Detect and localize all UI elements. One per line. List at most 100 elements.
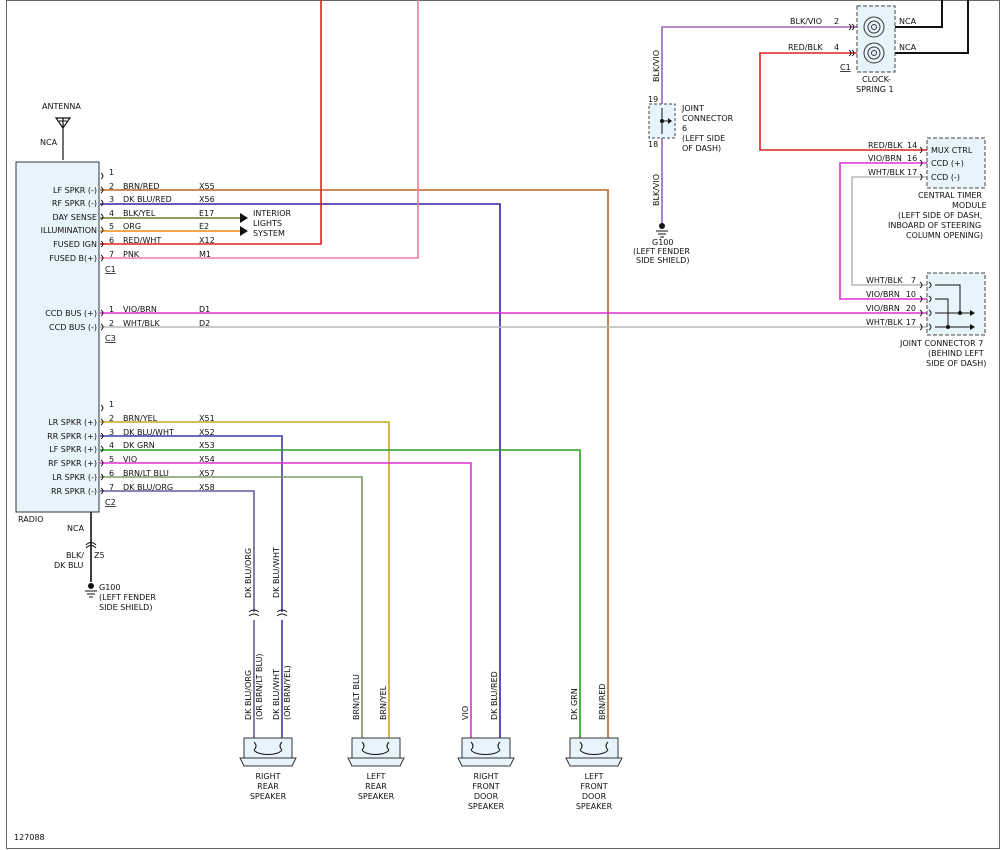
clock-spring-name1: CLOCK- [862,75,891,84]
jc7-box [926,272,986,336]
radio-pin-circuit: D2 [199,319,210,328]
radio-label: RADIO [18,515,44,524]
speaker-name: FRONT [472,782,499,791]
speaker-coil-icon [253,741,283,755]
ctm-pin-number: 16 [907,154,917,163]
speaker-name: RIGHT [255,772,280,781]
wire-rr-spkr-pos [100,435,283,612]
jc6-ground-loc2: SIDE SHIELD) [636,256,689,265]
radio-ground-name: G100 [99,583,120,592]
ctm-pin-number: 17 [907,168,917,177]
antenna-label: ANTENNA [42,102,81,111]
ctm-label-3: (LEFT SIDE OF DASH, [898,211,982,220]
pin-terminal-icon [100,473,104,481]
speaker-wire-label: DK BLU/WHT [272,669,281,720]
wire-lf-spkr-neg [100,189,609,738]
ctm-pin-wire-color: RED/BLK [868,141,903,150]
ctm-label-5: COLUMN OPENING) [906,231,983,240]
radio-pin-wire-color: RED/WHT [123,236,161,245]
radio-pin-wire-color: DK BLU/WHT [123,428,174,437]
pin-terminal-icon [928,295,932,303]
jc7-pin-wire-color: VIO/BRN [866,304,900,313]
jc7-pin-wire-color: WHT/BLK [866,276,903,285]
jc7-junction-icon [935,284,975,330]
jc6-junction-icon [660,108,672,134]
wire-rf-spkr-pos [100,462,472,738]
radio-pin-number: 2 [109,414,114,423]
radio-pin-wire-color: WHT/BLK [123,319,160,328]
radio-ground-loc2: SIDE SHIELD) [99,603,152,612]
wire-clockspring-redblk [759,52,928,151]
wire-rr-spkr-neg [100,490,255,612]
ctm-pin-func: CCD (+) [931,159,964,168]
radio-pin-circuit: X12 [199,236,215,245]
ground-icon [85,583,97,598]
interior-lights-line1: INTERIOR [253,209,292,218]
radio-pin-func: CCD BUS (-) [49,323,97,332]
ctm-label-2: MODULE [952,201,987,210]
radio-pin-circuit: X52 [199,428,215,437]
inline-connector-icon [248,609,288,617]
wire-rf-spkr-neg [100,203,501,738]
antenna-icon [54,117,72,160]
radio-ground-loc1: (LEFT FENDER [99,593,156,602]
speaker-name: DOOR [582,792,607,801]
speaker-base-icon [239,757,297,767]
speaker-name: REAR [257,782,279,791]
pin-terminal-icon [100,323,104,331]
radio-pin-number: 3 [109,195,114,204]
wire-lf-spkr-pos [100,449,581,738]
radio-pin-number: 6 [109,236,114,245]
radio-connector-id: C1 [105,265,116,274]
jc7-pin-wire-color: VIO/BRN [866,290,900,299]
radio-pin-number: 5 [109,222,114,231]
radio-pin-circuit: X54 [199,455,215,464]
speaker-name: FRONT [580,782,607,791]
jc6-label-5: OF DASH) [682,144,721,153]
speaker-wire-label: VIO [461,706,470,720]
speaker-base-icon [347,757,405,767]
speaker-name: SPEAKER [468,802,505,811]
radio-pin-number: 2 [109,319,114,328]
wire-lr-spkr-pos [100,421,390,738]
speaker-name: REAR [365,782,387,791]
wire-clockspring-blkvio [661,26,858,106]
clock-spring-pin-ticks [848,23,855,57]
radio-pin-number: 5 [109,455,114,464]
jc7-pin-number: 20 [906,304,916,313]
speaker-name: SPEAKER [358,792,395,801]
radio-pin-func: LR SPKR (+) [48,418,97,427]
clock-spring-pin4: 4 [834,43,839,52]
radio-pin-circuit: X51 [199,414,215,423]
clock-spring-box [856,5,896,73]
wire-ctm-viobrn [839,162,928,300]
ctm-pin-func: CCD (-) [931,173,960,182]
speaker-icon [351,737,401,759]
radio-ground-wire-code: Z5 [94,551,105,560]
clock-spring-coil-icon [863,16,885,64]
jc6-pin-top: 19 [648,95,658,104]
jc7-pin-number: 17 [906,318,916,327]
speaker-name: LEFT [585,772,604,781]
radio-ground-nca: NCA [67,524,85,533]
ctm-pin-number: 14 [907,141,917,150]
jc6-ground-loc1: (LEFT FENDER [633,247,690,256]
radio-pin-func: FUSED IGN [53,240,97,249]
radio-pin-number: 3 [109,428,114,437]
radio-pin-number: 1 [109,168,114,177]
radio-pin-func: RR SPKR (-) [51,487,97,496]
radio-pin-circuit: E17 [199,209,214,218]
jc7-label-2: (BEHIND LEFT [928,349,984,358]
radio-pin-circuit: X53 [199,441,215,450]
ctm-pin-wire-color: WHT/BLK [868,168,905,177]
speaker-coil-icon [470,741,501,755]
radio-ground-wire-line2: DK BLU [54,561,83,570]
jc6-wire-top: BLK/VIO [652,50,661,82]
central-timer-box [926,137,986,189]
ctm-label-4: INBOARD OF STEERING [888,221,981,230]
